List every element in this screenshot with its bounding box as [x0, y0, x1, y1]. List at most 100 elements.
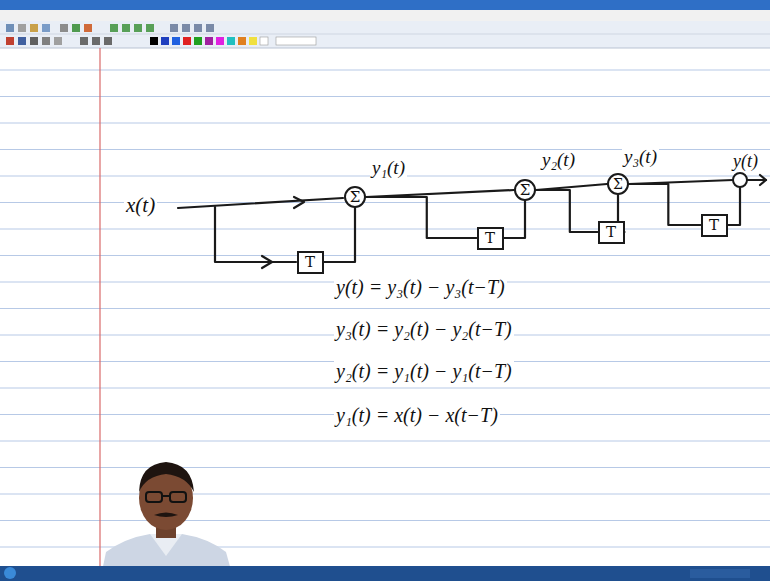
node-text: Σ: [520, 183, 531, 198]
signal-wire: [215, 207, 296, 262]
ruled-lines: [0, 229, 770, 230]
ruled-lines: [0, 441, 770, 442]
signal-name: x(t): [124, 194, 157, 217]
signal-wire: [629, 180, 733, 184]
signal-wire: [262, 256, 272, 268]
toolbar-icons: [238, 37, 246, 45]
signal-wire: [536, 190, 598, 232]
taskbar: [690, 569, 750, 578]
signal-wire: [747, 179, 766, 181]
toolbar-icons: [122, 24, 130, 32]
signal-wire: [366, 190, 514, 197]
toolbar-icons: [54, 37, 62, 45]
toolbar-icons: [183, 37, 191, 45]
presenter-figure: [154, 513, 178, 518]
ruled-lines: [0, 494, 770, 495]
taskbar: [4, 567, 16, 579]
signal-wire: [178, 175, 766, 268]
toolbar-icons: [216, 37, 224, 45]
toolbar-icons: [60, 24, 68, 32]
ruled-lines: [0, 255, 770, 256]
ruled-lines: [0, 70, 770, 71]
toolbar-icons: [170, 24, 178, 32]
toolbar-icons: [104, 37, 112, 45]
signal-name: y₂(t): [540, 150, 577, 171]
signal-name: y₁(t): [370, 158, 407, 179]
summer-circle: Σ: [607, 173, 629, 195]
presenter-figure: [170, 492, 186, 502]
node-text: Σ: [613, 177, 623, 191]
equation: y₁(t) = x(t) − x(t−T): [334, 404, 500, 426]
toolbar-icons: [18, 37, 26, 45]
toolbar-icons: [30, 24, 38, 32]
window-chrome: [0, 34, 770, 35]
toolbar-icons: [227, 37, 235, 45]
presenter-figure: [146, 492, 162, 502]
window-chrome: [0, 0, 770, 48]
toolbar-icons: [206, 24, 214, 32]
margin-line: [99, 48, 100, 566]
toolbar-icons: [42, 24, 50, 32]
ruled-lines: [0, 308, 770, 309]
signal-wire: [178, 198, 343, 208]
toolbar-icons: [6, 24, 14, 32]
ruled-lines: [0, 123, 770, 124]
ruled-lines: [0, 520, 770, 521]
toolbar-icons: [205, 37, 213, 45]
toolbar-icons: [134, 24, 142, 32]
delay-box: T: [701, 214, 728, 237]
window-chrome: [0, 21, 770, 48]
toolbar-icons: [194, 24, 202, 32]
signal-wire: [536, 184, 607, 190]
taskbar: [0, 566, 770, 581]
toolbar-icons: [6, 37, 14, 45]
presenter-figure: [139, 462, 194, 492]
presenter-figure: [100, 462, 234, 581]
signal-wire: [294, 197, 304, 208]
equation: y₃(t) = y₂(t) − y₂(t−T): [334, 318, 514, 340]
delay-box: T: [297, 251, 324, 274]
signal-wire: [504, 201, 526, 238]
toolbar-icons: [110, 24, 118, 32]
toolbar-icons: [84, 24, 92, 32]
window-chrome: [0, 48, 770, 49]
toolbar-icons: [161, 37, 169, 45]
toolbar-icons: [80, 37, 88, 45]
node-text: T: [709, 218, 719, 233]
toolbar-icons: [182, 24, 190, 32]
toolbar-icons: [92, 37, 100, 45]
node-text: T: [305, 255, 315, 270]
summer-circle: Σ: [514, 179, 536, 201]
toolbar-icons: [260, 37, 268, 45]
equation: y(t) = y₃(t) − y₃(t−T): [334, 276, 507, 298]
ruled-lines: [0, 467, 770, 468]
ruled-lines: [0, 202, 770, 203]
node-text: Σ: [350, 190, 361, 205]
signal-wire: [629, 184, 701, 225]
window-chrome: [0, 0, 770, 10]
toolbar-icons: [30, 37, 38, 45]
toolbar-icons: [249, 37, 257, 45]
signal-wire: [727, 187, 740, 225]
toolbar-icons: [146, 24, 154, 32]
summer-circle: Σ: [344, 186, 366, 208]
signal-name: y₃(t): [622, 147, 659, 168]
toolbar-icons: [172, 37, 180, 45]
delay-box: T: [477, 227, 504, 250]
ruled-lines: [0, 70, 770, 547]
toolbar-icons: [276, 37, 316, 45]
signal-wire: [324, 208, 356, 262]
equation: y₂(t) = y₁(t) − y₁(t−T): [334, 360, 514, 382]
ruled-lines: [0, 96, 770, 97]
toolbar-icons: [6, 24, 316, 45]
signal-name: y(t): [731, 152, 760, 172]
toolbar-icons: [42, 37, 50, 45]
node-text: T: [485, 231, 495, 246]
toolbar-icons: [18, 24, 26, 32]
signal-wire: [366, 197, 477, 238]
toolbar-icons: [72, 24, 80, 32]
signal-wire: [760, 175, 766, 185]
node-text: T: [606, 225, 616, 240]
ruled-lines: [0, 388, 770, 389]
